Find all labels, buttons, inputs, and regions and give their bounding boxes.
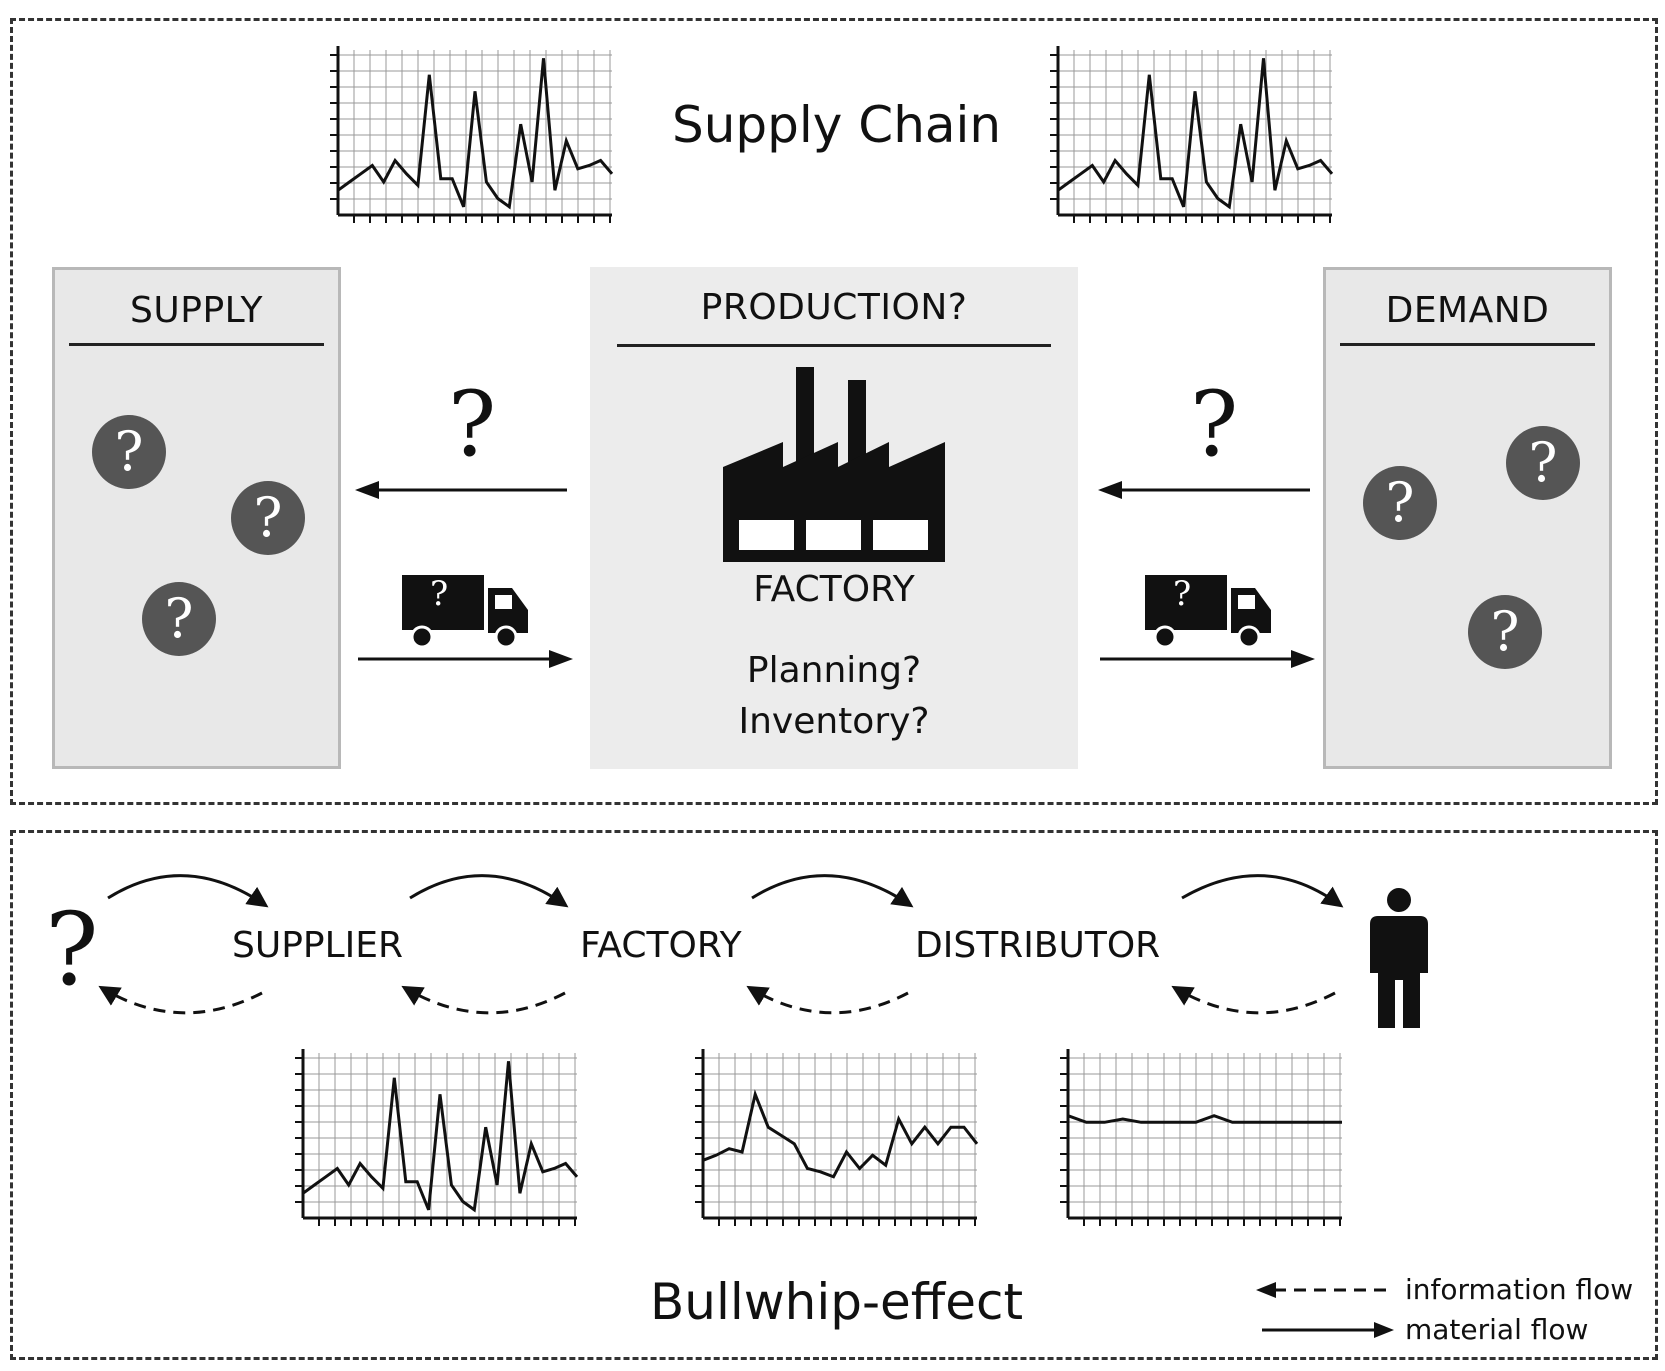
info-question-mark-left: ? (448, 372, 497, 477)
truck-right: ? (1143, 575, 1273, 650)
stage-distributor: DISTRIBUTOR (915, 925, 1161, 966)
truck-left: ? (400, 575, 530, 650)
distributor-chart-icon (1060, 1049, 1342, 1226)
information-arc (98, 985, 263, 1015)
production-box-title: PRODUCTION? (700, 287, 968, 328)
material-arc (107, 874, 269, 908)
question-circle-icon: ? (1505, 425, 1581, 505)
production-title-rule (617, 344, 1051, 347)
info-arrow-left (355, 481, 567, 499)
supply-chain-title: Supply Chain (672, 96, 1002, 154)
material-arrow-left (358, 650, 573, 668)
person-icon (1370, 888, 1428, 1028)
question-circle-icon: ? (91, 414, 167, 494)
inventory-question: Inventory? (738, 701, 930, 742)
demand-chart-icon (1050, 46, 1334, 223)
truck-question-mark: ? (430, 574, 449, 614)
truck-icon (1145, 575, 1271, 649)
material-flow-arcs (107, 874, 1344, 908)
svg-text:?: ? (1491, 600, 1520, 663)
information-arc (401, 985, 566, 1015)
demand-title-rule (1340, 343, 1595, 346)
supplier-chart-icon (295, 1049, 579, 1226)
svg-text:?: ? (1386, 471, 1415, 534)
question-circle-icon: ? (141, 581, 217, 661)
svg-text:?: ? (165, 587, 194, 650)
material-arrow-right (1100, 650, 1315, 668)
stage-supplier: SUPPLIER (232, 925, 404, 966)
information-flow-legend-label: information flow (1405, 1273, 1634, 1306)
supply-title-rule (69, 343, 324, 346)
factory-icon (723, 367, 945, 562)
material-arc (751, 874, 914, 908)
question-circle-icon: ? (1467, 594, 1543, 674)
question-circle-icon: ? (230, 480, 306, 560)
truck-question-mark: ? (1173, 574, 1192, 614)
material-flow-legend-arrow (1262, 1322, 1394, 1338)
info-question-mark-right: ? (1190, 372, 1239, 477)
demand-box-title: DEMAND (1385, 290, 1550, 331)
material-arc (409, 874, 569, 908)
info-arrow-right (1098, 481, 1310, 499)
information-flow-arcs (98, 985, 1336, 1015)
information-arc (746, 985, 909, 1015)
svg-text:?: ? (1529, 431, 1558, 494)
supply-chart-icon (330, 46, 614, 223)
information-arc (1171, 985, 1336, 1015)
material-flow-legend-label: material flow (1405, 1313, 1589, 1346)
supply-chain-panel (10, 18, 1658, 805)
svg-text:?: ? (115, 420, 144, 483)
factory-label: FACTORY (753, 569, 915, 610)
question-circle-icon: ? (1362, 465, 1438, 545)
truck-icon (402, 575, 528, 649)
svg-text:?: ? (254, 486, 283, 549)
supply-box-title: SUPPLY (130, 290, 263, 331)
unknown-source-mark: ? (45, 891, 99, 1008)
bullwhip-panel (10, 830, 1658, 1360)
factory-chart-icon (695, 1049, 979, 1226)
production-box: PRODUCTION? FACTORY Planning? Inventory? (590, 267, 1078, 769)
stage-factory: FACTORY (580, 925, 742, 966)
material-arc (1181, 874, 1344, 908)
planning-question: Planning? (746, 650, 922, 691)
bullwhip-title: Bullwhip-effect (650, 1273, 1024, 1331)
information-flow-legend-arrow (1256, 1282, 1388, 1298)
